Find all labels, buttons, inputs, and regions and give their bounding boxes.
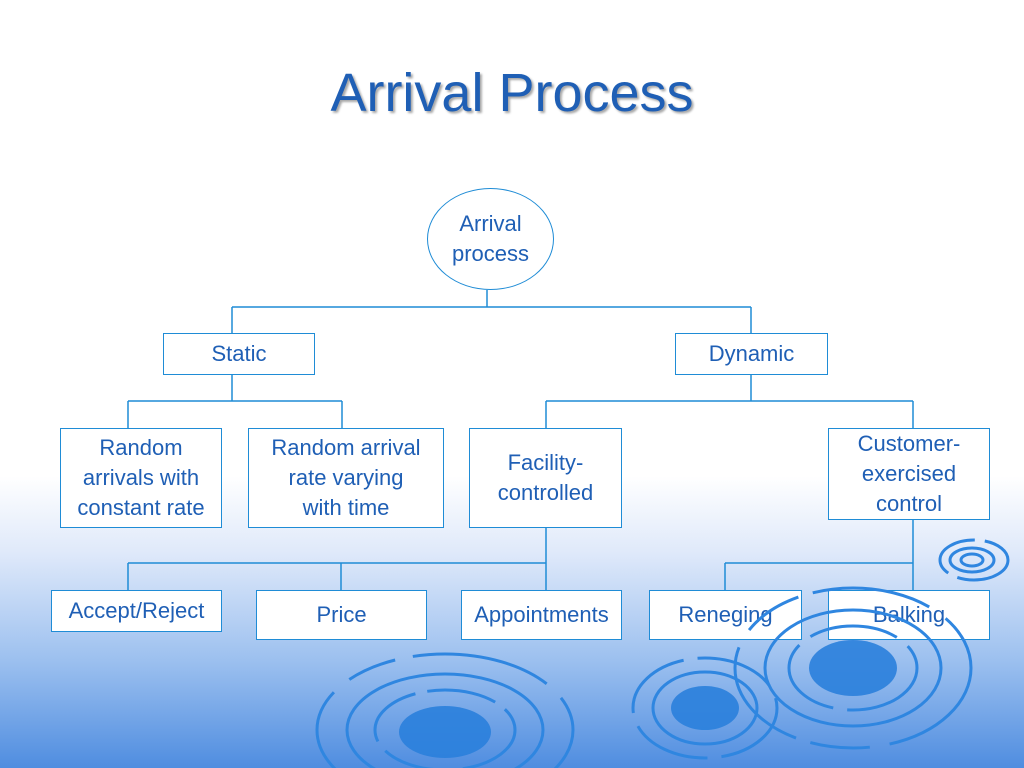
node-random-constant-rate: Random arrivals with constant rate [60,428,222,528]
node-random-varying-rate: Random arrival rate varying with time [248,428,444,528]
node-accept-reject: Accept/Reject [51,590,222,632]
node-static: Static [163,333,315,375]
node-dynamic: Dynamic [675,333,828,375]
node-balking: Balking [828,590,990,640]
slide-title: Arrival Process [330,63,694,123]
node-facility-controlled: Facility- controlled [469,428,622,528]
node-reneging: Reneging [649,590,802,640]
node-arrival-process: Arrival process [427,188,554,290]
node-price: Price [256,590,427,640]
node-appointments: Appointments [461,590,622,640]
node-customer-exercised-control: Customer- exercised control [828,428,990,520]
